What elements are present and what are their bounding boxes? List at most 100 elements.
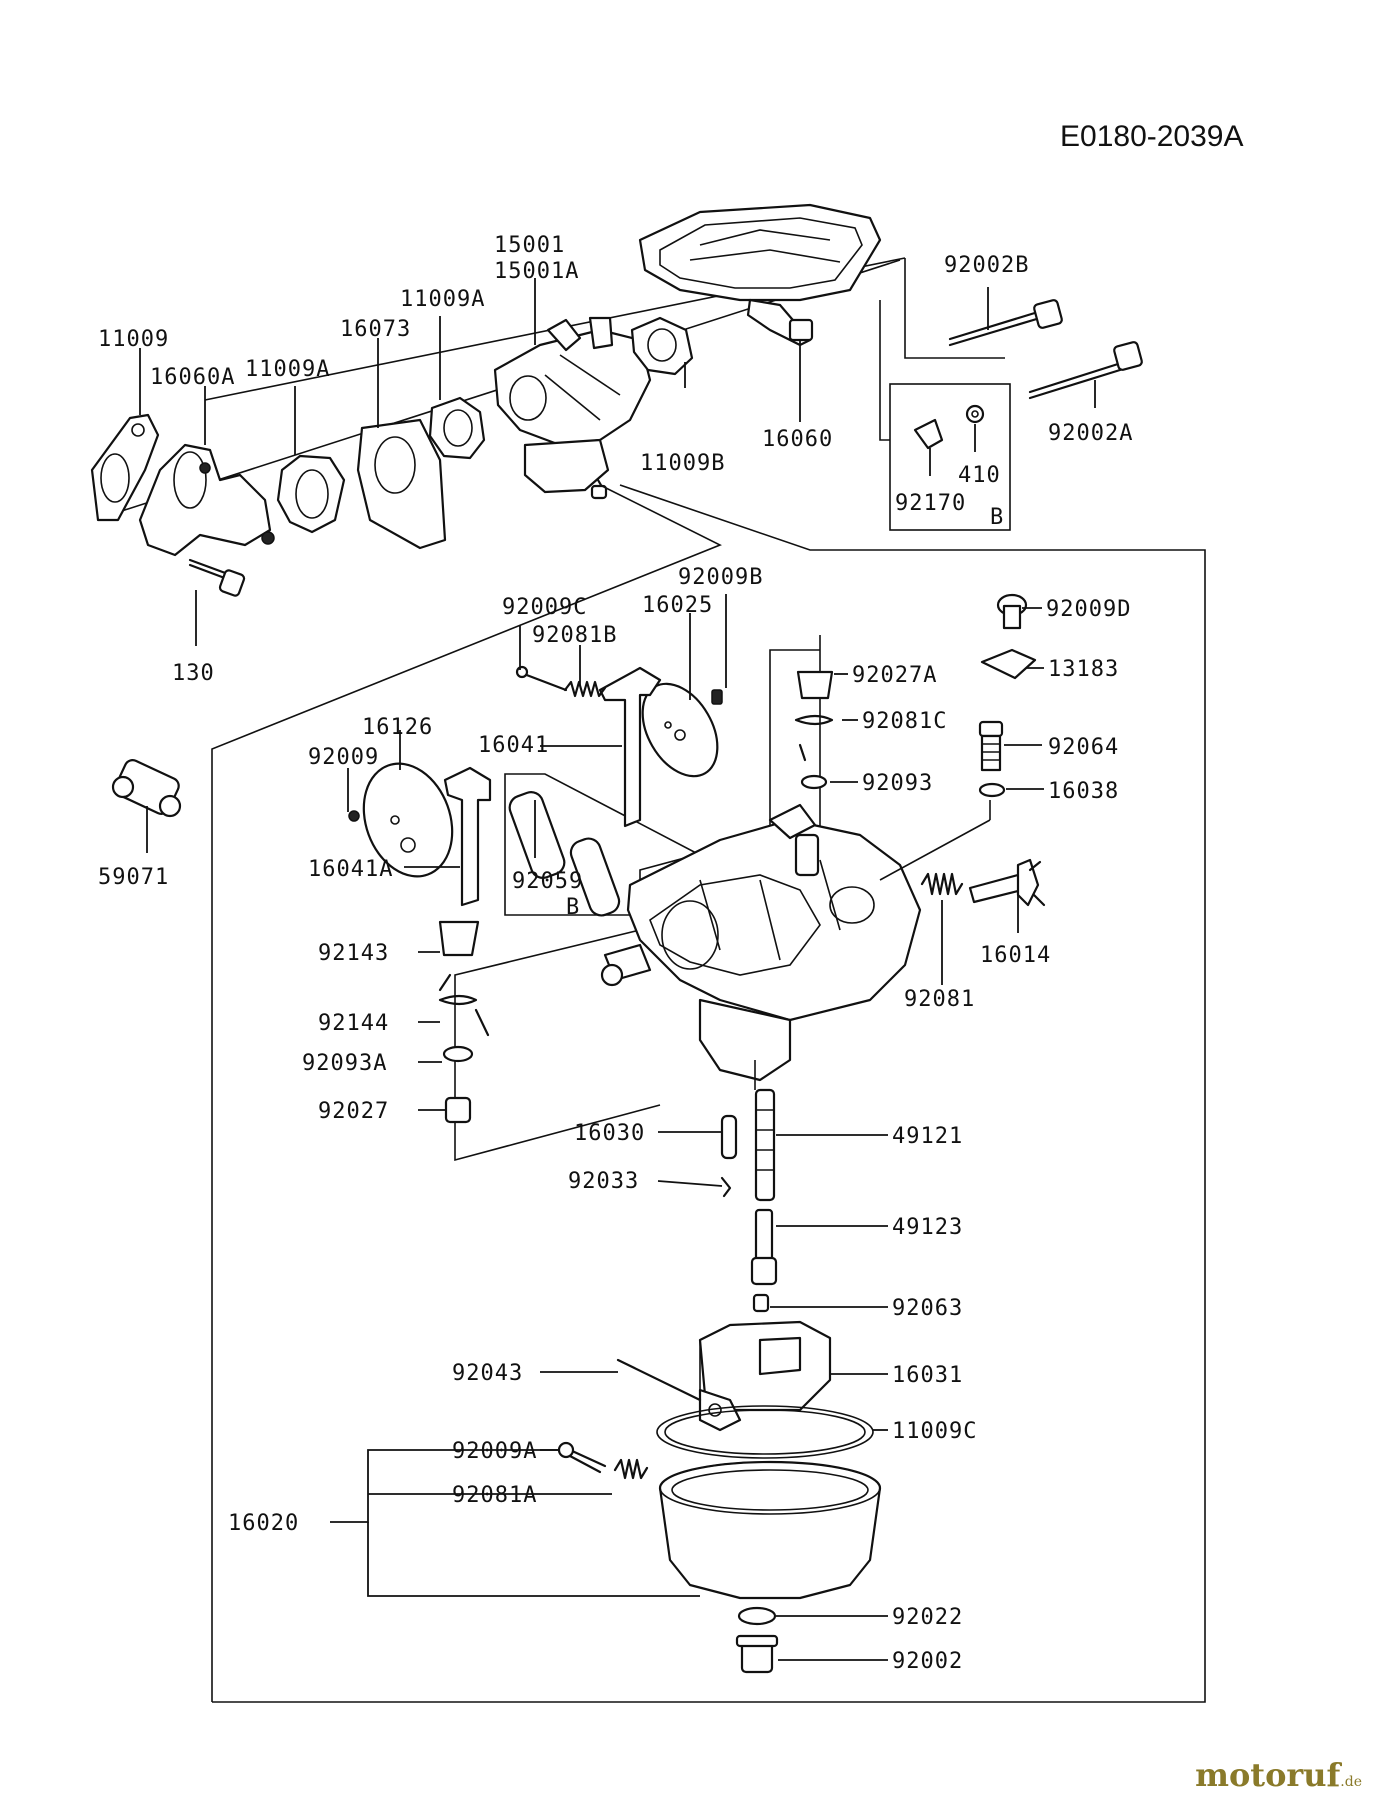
label-16041: 16041: [478, 733, 549, 758]
washer-92093A: [442, 1045, 474, 1063]
diagram-reference-code: E0180-2039A: [1060, 120, 1244, 153]
label-92081: 92081: [904, 987, 975, 1012]
cap-92027A: [796, 670, 834, 700]
label-92009C: 92009C: [502, 595, 587, 620]
screw-92064: [978, 720, 1004, 772]
bolt-92002B: [948, 299, 1063, 347]
label-92043: 92043: [452, 1361, 523, 1386]
screw-92009C: [515, 665, 568, 692]
washer-92093: [800, 774, 828, 790]
washer-92022: [737, 1606, 777, 1626]
label-11009B: 11009B: [640, 451, 725, 476]
label-92009A: 92009A: [452, 1439, 537, 1464]
label-11009C: 11009C: [892, 1419, 977, 1444]
spring-92081: [920, 872, 964, 896]
screw-16014: [968, 858, 1046, 907]
label-92022: 92022: [892, 1605, 963, 1630]
screw-92009A: [557, 1441, 607, 1474]
label-92093: 92093: [862, 771, 933, 796]
throttle-shaft-16041: [598, 666, 662, 828]
choke-shaft-16041A: [443, 766, 492, 907]
bracket-13183: [980, 648, 1037, 680]
oring-16038: [978, 782, 1006, 798]
label-15001A: 15001A: [494, 259, 579, 284]
label-B-lower: B: [566, 895, 580, 920]
detail-frame-right: [212, 484, 1206, 1703]
label-B-upper: B: [990, 505, 1004, 530]
needle-16030: [720, 1114, 738, 1160]
spring-92081C: [794, 714, 834, 762]
label-49121: 49121: [892, 1124, 963, 1149]
label-92033: 92033: [568, 1169, 639, 1194]
label-92081A: 92081A: [452, 1483, 537, 1508]
label-16060: 16060: [762, 427, 833, 452]
gasket-11009A-right: [428, 396, 486, 460]
detail-box-B-upper: [889, 383, 1011, 531]
spring-92081B: [563, 680, 607, 698]
label-92093A: 92093A: [302, 1051, 387, 1076]
rod-92059: [508, 791, 621, 917]
label-15001: 15001: [494, 233, 565, 258]
cap-92143: [438, 920, 480, 957]
insulator-16060A: [138, 443, 272, 557]
spring-92081A: [613, 1458, 649, 1480]
label-92009B: 92009B: [678, 565, 763, 590]
label-92059: 92059: [512, 869, 583, 894]
part-labels: 11009 16060A 11009A 16073 11009A 15001 1…: [98, 233, 1132, 1674]
pin-92043: [616, 1358, 702, 1402]
gasket-11009A-left: [276, 454, 346, 534]
label-11009: 11009: [98, 327, 169, 352]
spring-92144: [438, 973, 490, 1037]
label-92063: 92063: [892, 1296, 963, 1321]
intake-assembly: [90, 203, 1143, 818]
choke-plate-16126: [362, 762, 454, 878]
label-92009D: 92009D: [1046, 597, 1131, 622]
gasket-11009C: [656, 1405, 874, 1459]
label-92144: 92144: [318, 1011, 389, 1036]
bolt-92002A: [1028, 341, 1143, 400]
label-92027: 92027: [318, 1099, 389, 1124]
label-92064: 92064: [1048, 735, 1119, 760]
label-92081C: 92081C: [862, 709, 947, 734]
label-11009A-left: 11009A: [245, 357, 330, 382]
label-16031: 16031: [892, 1363, 963, 1388]
watermark-tld: .de: [1340, 1774, 1362, 1790]
label-16038: 16038: [1048, 779, 1119, 804]
label-16025: 16025: [642, 593, 713, 618]
watermark-name: motoruf: [1195, 1756, 1341, 1794]
washer-410: [965, 404, 985, 424]
air-cleaner-base-16060: [638, 203, 882, 347]
bracket-92170: [913, 418, 944, 450]
label-92002: 92002: [892, 1649, 963, 1674]
gasket-11009: [90, 413, 160, 522]
bolt-130: [188, 558, 246, 597]
screw-92009B: [711, 689, 723, 705]
label-16030: 16030: [574, 1121, 645, 1146]
label-92170: 92170: [895, 491, 966, 516]
float-16031: [698, 1320, 832, 1432]
label-16126: 16126: [362, 715, 433, 740]
leader-lines: [139, 278, 1096, 1661]
label-92027A: 92027A: [852, 663, 937, 688]
watermark-logo: motoruf.de: [1195, 1756, 1362, 1794]
spacer-16073: [356, 418, 447, 550]
label-49123: 49123: [892, 1215, 963, 1240]
label-16041A: 16041A: [308, 857, 393, 882]
label-16020: 16020: [228, 1511, 299, 1536]
screw-92009D: [996, 593, 1028, 630]
label-92002B: 92002B: [944, 253, 1029, 278]
detail-frame-left: [211, 484, 722, 1702]
label-16073: 16073: [340, 317, 411, 342]
collar-92027: [444, 1096, 472, 1124]
label-410: 410: [958, 463, 1001, 488]
label-16060A: 16060A: [150, 365, 235, 390]
carburetor-body: [600, 803, 922, 1082]
label-130: 130: [172, 661, 215, 686]
label-92143: 92143: [318, 941, 389, 966]
fitting-59071: [111, 759, 182, 818]
label-13183: 13183: [1048, 657, 1119, 682]
label-16014: 16014: [980, 943, 1051, 968]
drain-bolt-92002: [735, 1634, 779, 1674]
float-bowl-16020: [658, 1460, 882, 1600]
